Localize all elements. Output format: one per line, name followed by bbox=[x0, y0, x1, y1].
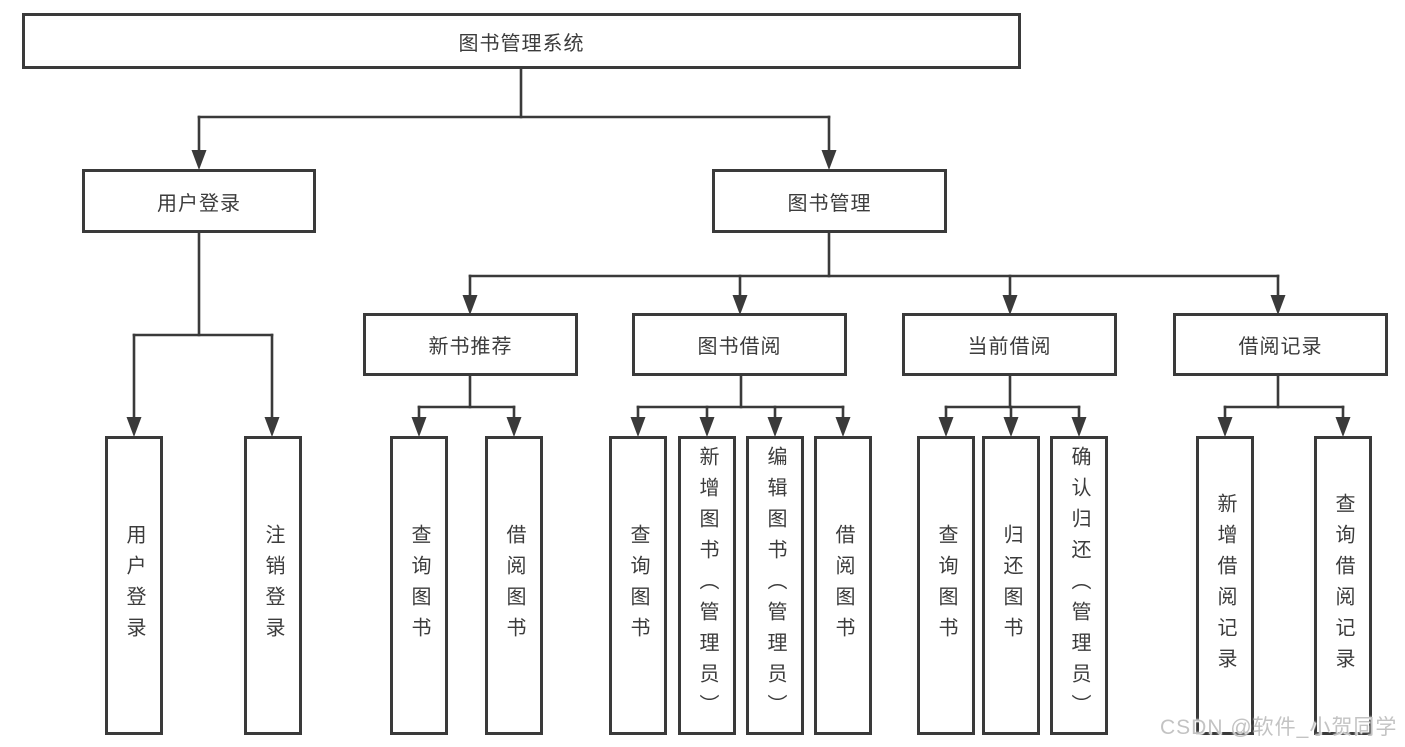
node-borrow-records: 借阅记录 bbox=[1173, 313, 1388, 376]
node-label: 图书管理系统 bbox=[458, 32, 585, 55]
node-label: 用户登录 bbox=[123, 523, 145, 648]
leaf-return-books: 归还图书 bbox=[982, 436, 1040, 735]
node-label: 图书管理 bbox=[787, 192, 872, 215]
node-label: 借阅记录 bbox=[1238, 336, 1323, 358]
leaf-add-books-admin: 新增图书（管理员） bbox=[678, 436, 736, 735]
node-label: 查询借阅记录 bbox=[1332, 492, 1354, 679]
leaf-user-login: 用户登录 bbox=[105, 436, 163, 735]
node-label: 新增图书（管理员） bbox=[696, 446, 718, 725]
node-label: 图书借阅 bbox=[697, 336, 782, 358]
node-label: 归还图书 bbox=[1000, 523, 1022, 648]
node-label: 当前借阅 bbox=[967, 336, 1052, 358]
node-label: 用户登录 bbox=[157, 192, 241, 215]
node-new-book-recommend: 新书推荐 bbox=[363, 313, 578, 376]
node-library-management-system: 图书管理系统 bbox=[22, 13, 1021, 69]
leaf-query-books-2: 查询图书 bbox=[609, 436, 667, 735]
node-label: 查询图书 bbox=[935, 523, 957, 648]
leaf-query-borrow-record: 查询借阅记录 bbox=[1314, 436, 1372, 735]
leaf-borrow-books-1: 借阅图书 bbox=[485, 436, 543, 735]
node-label: 确认归还（管理员） bbox=[1068, 446, 1090, 725]
leaf-query-books-1: 查询图书 bbox=[390, 436, 448, 735]
node-user-login: 用户登录 bbox=[82, 169, 316, 233]
node-current-borrow: 当前借阅 bbox=[902, 313, 1117, 376]
tree-edges bbox=[126, 67, 1351, 437]
node-label: 编辑图书（管理员） bbox=[764, 446, 786, 725]
node-book-management: 图书管理 bbox=[712, 169, 947, 233]
leaf-query-books-3: 查询图书 bbox=[917, 436, 975, 735]
node-book-borrow: 图书借阅 bbox=[632, 313, 847, 376]
node-label: 查询图书 bbox=[627, 523, 649, 648]
leaf-add-borrow-record: 新增借阅记录 bbox=[1196, 436, 1254, 735]
leaf-borrow-books-2: 借阅图书 bbox=[814, 436, 872, 735]
node-label: 查询图书 bbox=[408, 523, 430, 648]
node-label: 新增借阅记录 bbox=[1214, 492, 1236, 679]
leaf-edit-books-admin: 编辑图书（管理员） bbox=[746, 436, 804, 735]
leaf-logout: 注销登录 bbox=[244, 436, 302, 735]
node-label: 新书推荐 bbox=[428, 336, 513, 358]
node-label: 借阅图书 bbox=[503, 523, 525, 648]
leaf-confirm-return-admin: 确认归还（管理员） bbox=[1050, 436, 1108, 735]
node-label: 借阅图书 bbox=[832, 523, 854, 648]
node-label: 注销登录 bbox=[262, 523, 284, 648]
csdn-watermark: CSDN @软件_小贺同学 bbox=[1160, 716, 1398, 739]
